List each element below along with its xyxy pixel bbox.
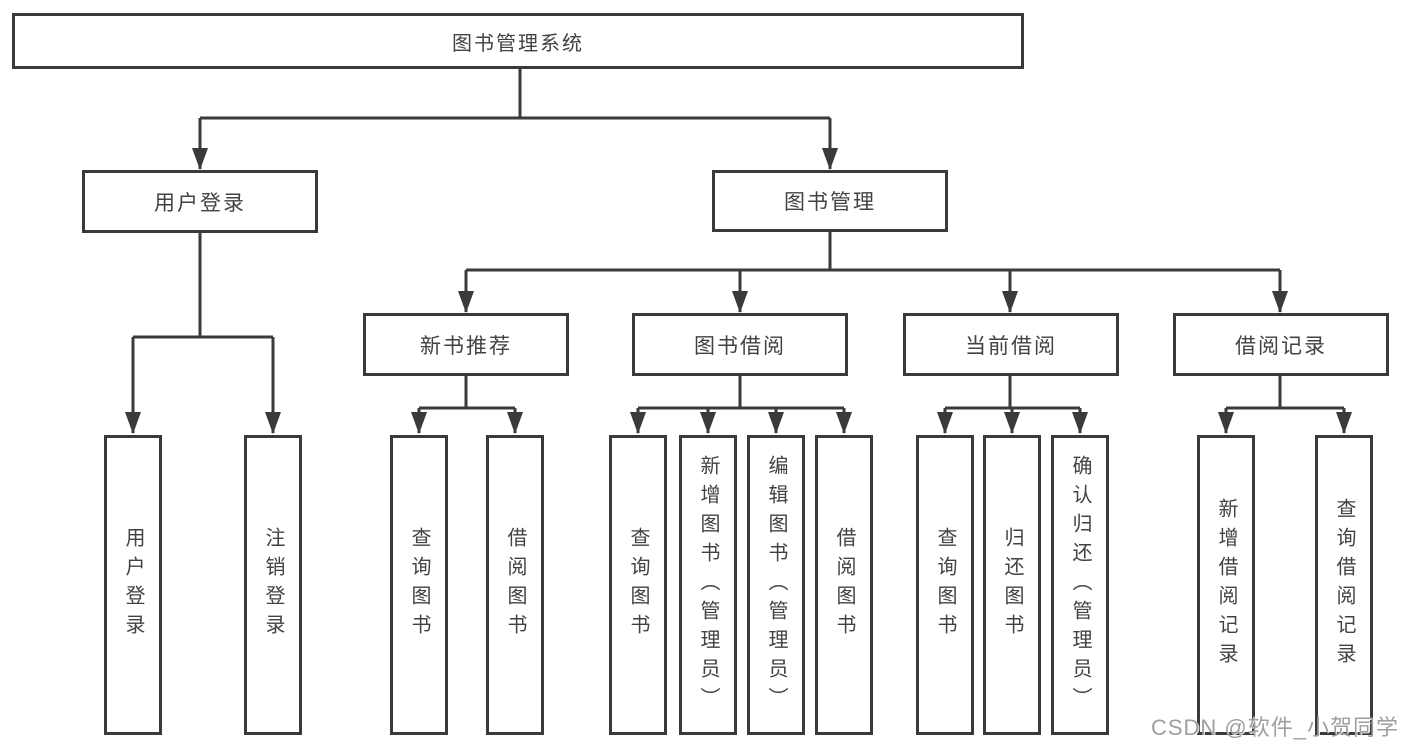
csdn-watermark: CSDN @软件_小贺同学 xyxy=(1150,715,1399,740)
leaf-add-books-admin: 新增图书（管理员） xyxy=(679,435,737,735)
leaf-query-books-current: 查询图书 xyxy=(916,435,974,735)
leaf-label: 确认归还（管理员） xyxy=(1069,454,1091,716)
leaf-query-books-borrow: 查询图书 xyxy=(609,435,667,735)
leaf-label: 查询图书 xyxy=(627,527,649,643)
leaf-edit-books-admin: 编辑图书（管理员） xyxy=(747,435,805,735)
leaf-label: 归还图书 xyxy=(1001,527,1023,643)
leaf-label: 查询图书 xyxy=(408,527,430,643)
node-book-borrow: 图书借阅 xyxy=(632,313,848,376)
leaf-label: 借阅图书 xyxy=(504,527,526,643)
node-current-borrow: 当前借阅 xyxy=(903,313,1119,376)
leaf-borrow-books-recommend: 借阅图书 xyxy=(486,435,544,735)
leaf-confirm-return-admin: 确认归还（管理员） xyxy=(1051,435,1109,735)
node-borrow-records: 借阅记录 xyxy=(1173,313,1389,376)
leaf-label: 借阅图书 xyxy=(833,527,855,643)
leaf-label: 注销登录 xyxy=(262,527,284,643)
leaf-label: 查询图书 xyxy=(934,527,956,643)
node-new-book-recommend: 新书推荐 xyxy=(363,313,569,376)
leaf-label: 新增借阅记录 xyxy=(1215,498,1237,672)
leaf-query-books-recommend: 查询图书 xyxy=(390,435,448,735)
leaf-logout: 注销登录 xyxy=(244,435,302,735)
leaf-label: 新增图书（管理员） xyxy=(697,454,719,716)
leaf-label: 用户登录 xyxy=(122,527,144,643)
leaf-label: 编辑图书（管理员） xyxy=(765,454,787,716)
leaf-label: 查询借阅记录 xyxy=(1333,498,1355,672)
leaf-borrow-books: 借阅图书 xyxy=(815,435,873,735)
node-book-management-branch: 图书管理 xyxy=(712,170,948,232)
leaf-add-borrow-record: 新增借阅记录 xyxy=(1197,435,1255,735)
node-root-system: 图书管理系统 xyxy=(12,13,1024,69)
leaf-return-books: 归还图书 xyxy=(983,435,1041,735)
leaf-user-login: 用户登录 xyxy=(104,435,162,735)
leaf-query-borrow-record: 查询借阅记录 xyxy=(1315,435,1373,735)
node-user-login-branch: 用户登录 xyxy=(82,170,318,233)
